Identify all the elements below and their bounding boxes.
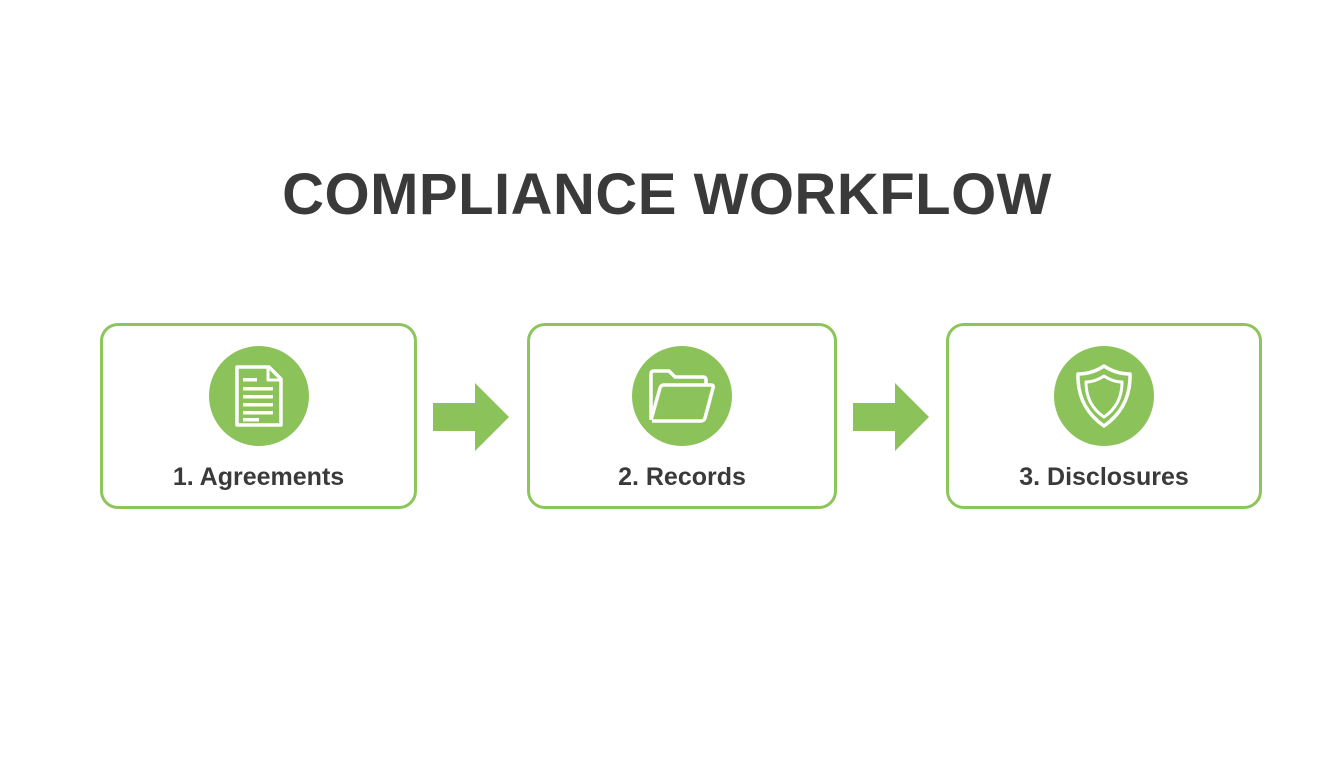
folder-icon (649, 369, 715, 423)
step-icon-badge (1054, 346, 1154, 446)
step-icon-badge (208, 346, 309, 446)
step-agreements: 1. Agreements (100, 323, 417, 509)
step-label: 3. Disclosures (1019, 463, 1189, 491)
step-label: 1. Agreements (172, 463, 345, 491)
step-icon-badge (632, 346, 732, 446)
step-disclosures: 3. Disclosures (946, 323, 1262, 509)
step-records: 2. Records (527, 323, 837, 509)
arrow-right-icon (433, 383, 509, 451)
document-icon (234, 365, 283, 427)
step-label: 2. Records (618, 463, 746, 491)
diagram-title: COMPLIANCE WORKFLOW (282, 162, 1052, 227)
shield-icon (1076, 364, 1132, 428)
arrow-right-icon (853, 383, 929, 451)
